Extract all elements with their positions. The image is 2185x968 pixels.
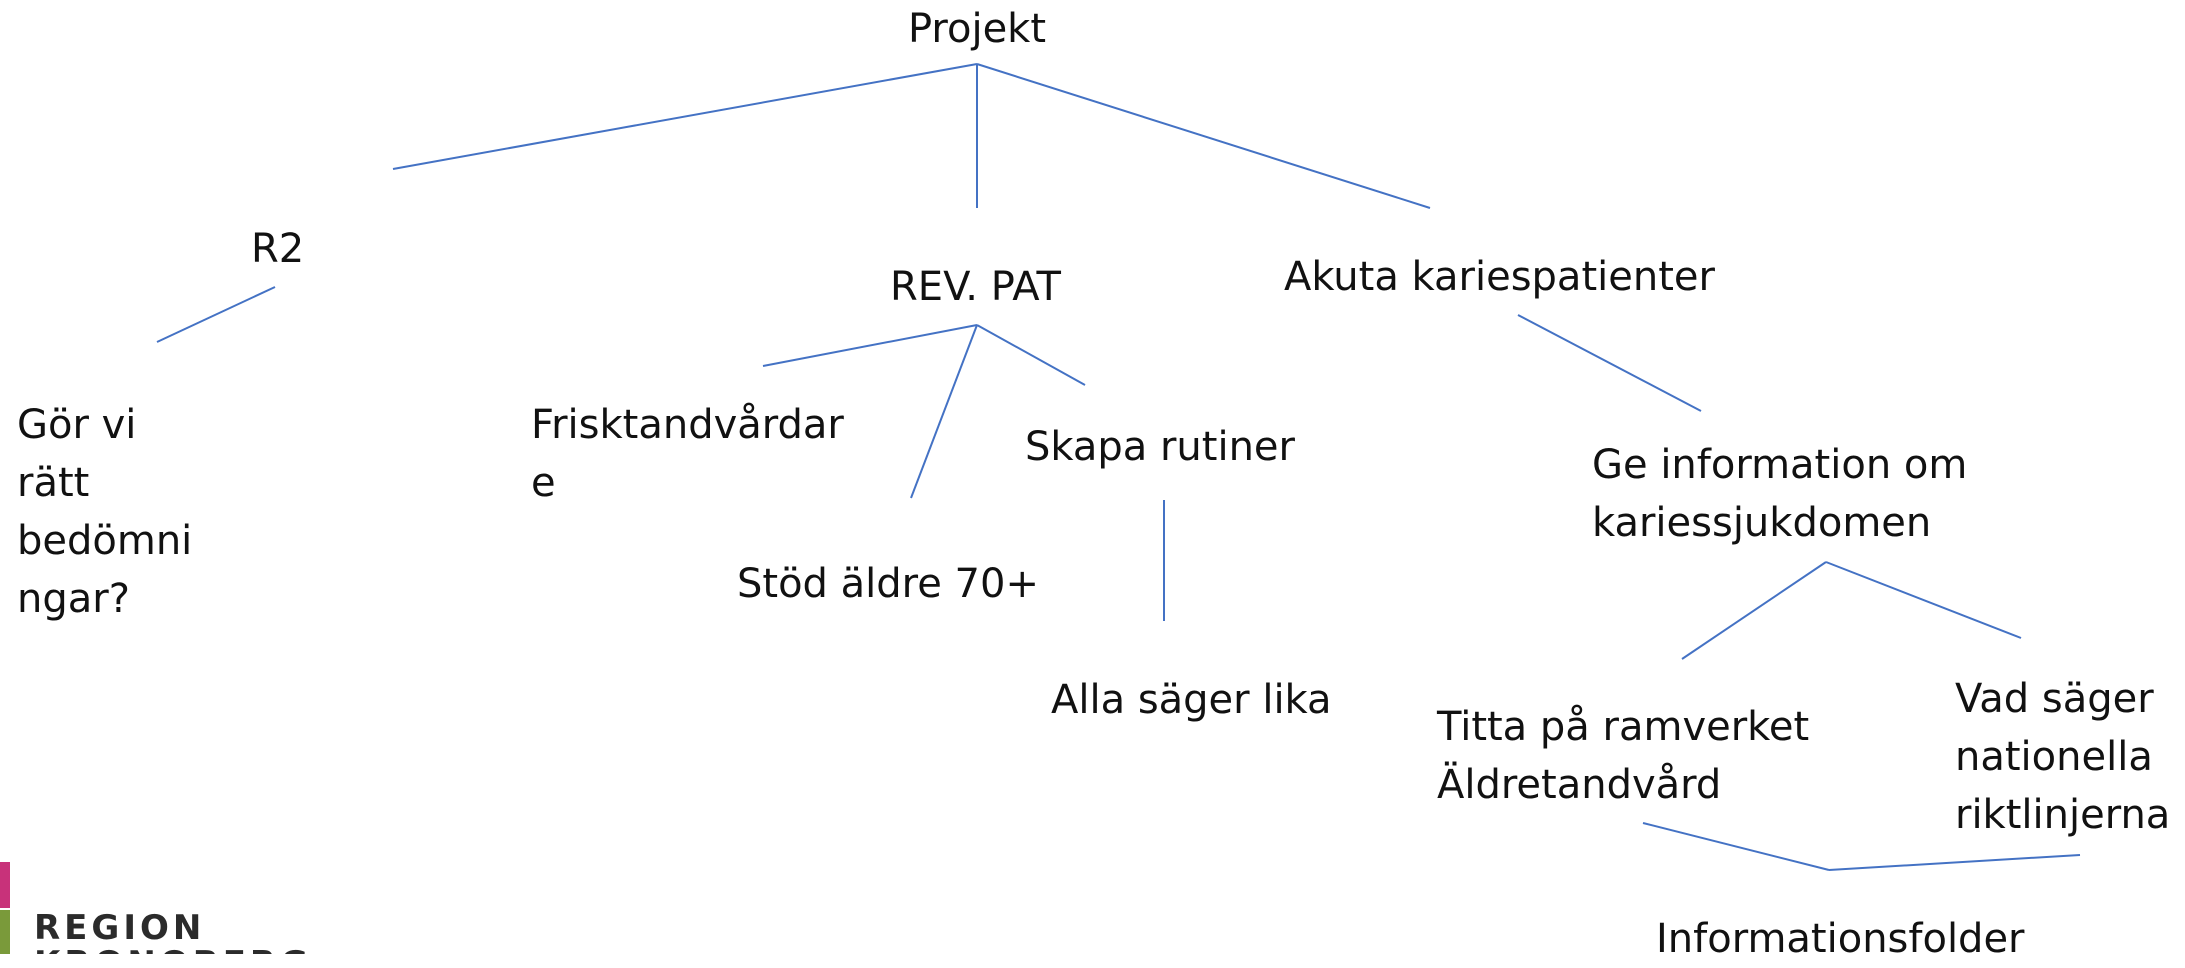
connector-geinfo-titta [1681, 561, 1827, 660]
logo-text-kronoberg: KRONOBERG [34, 946, 312, 954]
node-vad-sager-riktlinjerna: Vad säger nationella riktlinjerna [1955, 676, 2171, 838]
node-alla-sager-lika: Alla säger lika [1051, 677, 1332, 723]
node-projekt: Projekt [908, 6, 1047, 52]
node-gor-vi-ratt-bedomningar: Gör vi rätt bedömni ngar? [17, 402, 193, 622]
connector-vad-folder [1828, 854, 2081, 871]
logo-mark-green [0, 910, 10, 954]
node-frisktandvardare: Frisktandvårdar e [531, 402, 844, 506]
connector-revpat-skapa [976, 324, 1086, 386]
connector-revpat-frisktand [762, 324, 978, 367]
node-rev-pat: REV. PAT [890, 264, 1061, 310]
node-skapa-rutiner: Skapa rutiner [1025, 424, 1295, 470]
node-r2: R2 [251, 226, 305, 272]
logo-text-region: REGION [34, 908, 206, 948]
node-stod-aldre: Stöd äldre 70+ [737, 561, 1039, 607]
node-akuta-kariespatienter: Akuta kariespatienter [1284, 254, 1715, 300]
node-ge-information: Ge information om kariessjukdomen [1592, 442, 1968, 546]
logo-mark [0, 862, 10, 954]
connector-revpat-stod [910, 324, 978, 499]
connector-r2-gorvi [156, 286, 276, 343]
connector-geinfo-vad [1825, 561, 2022, 639]
connector-titta-folder [1642, 822, 1830, 871]
logo-mark-magenta [0, 862, 10, 908]
region-kronoberg-logo: REGION KRONOBERG [0, 862, 330, 954]
connector-akuta-geinfo [1517, 314, 1702, 412]
connector-projekt-akuta [976, 63, 1431, 209]
node-titta-pa-ramverket: Titta på ramverket Äldretandvård [1437, 704, 1810, 808]
node-informationsfolder: Informationsfolder [1656, 916, 2025, 962]
connector-projekt-r2 [392, 63, 978, 170]
